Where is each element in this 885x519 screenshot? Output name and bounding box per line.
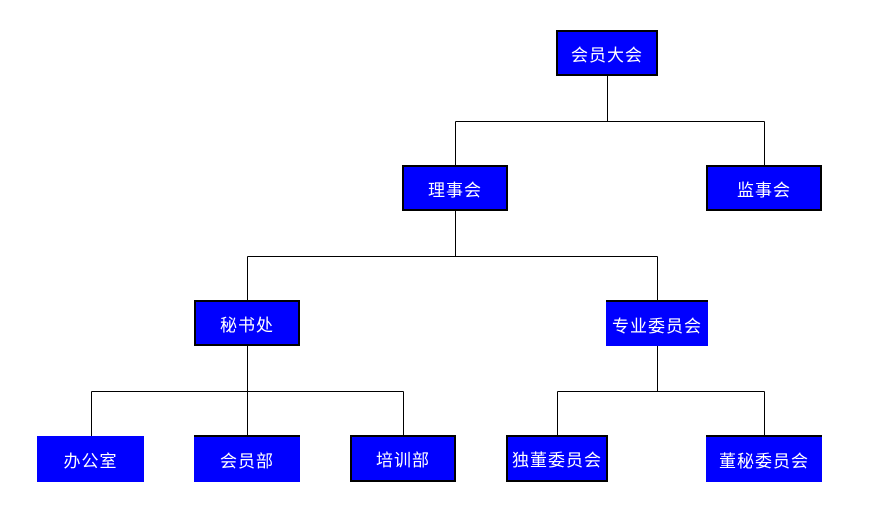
connector-secretariat-children (91, 346, 404, 436)
node-supervisory-board: 监事会 (706, 165, 822, 211)
node-council: 理事会 (402, 165, 508, 211)
node-general-assembly: 会员大会 (556, 30, 658, 76)
node-training-dept: 培训部 (350, 435, 456, 482)
node-office: 办公室 (37, 436, 144, 482)
node-membership-dept: 会员部 (194, 435, 300, 482)
node-secretariat: 秘书处 (194, 300, 300, 346)
node-independent-directors-committee: 独董委员会 (506, 435, 608, 482)
connector-committees-children (557, 346, 765, 436)
connector-council-children (247, 211, 658, 301)
node-special-committees: 专业委员会 (606, 300, 708, 346)
connector-assembly-children (455, 76, 765, 166)
node-board-secretaries-committee: 董秘委员会 (706, 435, 822, 482)
